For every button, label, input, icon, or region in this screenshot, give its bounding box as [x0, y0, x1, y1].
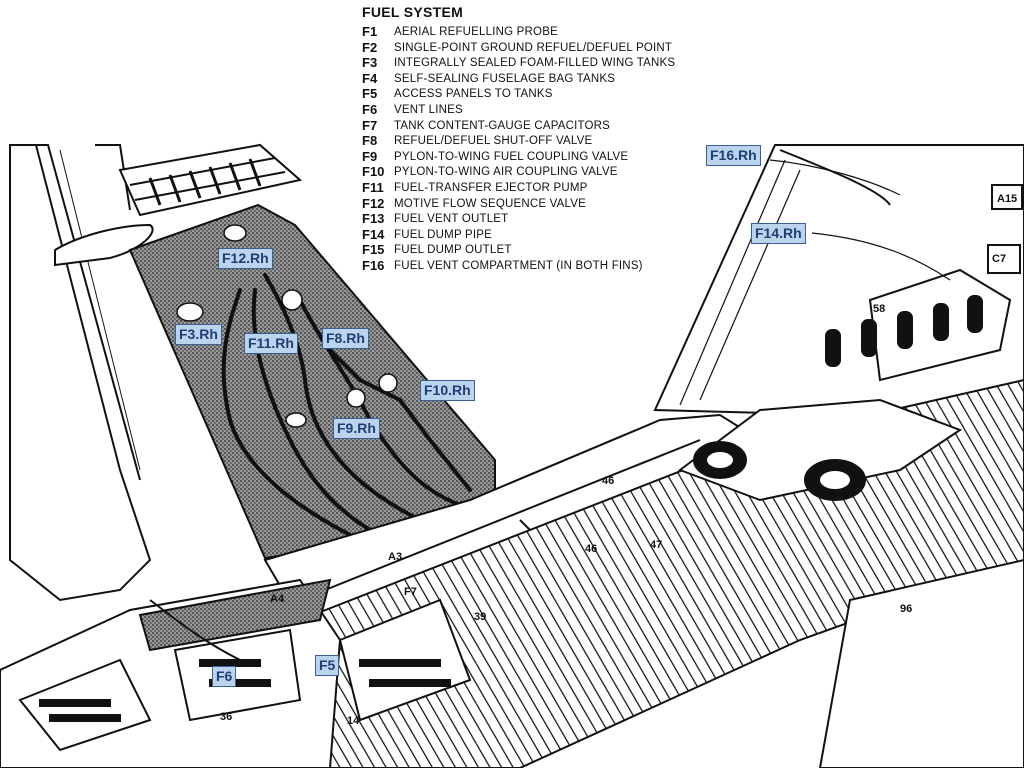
ref-47: 47	[650, 539, 662, 551]
legend-code: F15	[362, 242, 385, 258]
legend-item: F1 Aerial refuelling probe	[362, 25, 698, 39]
legend-text: Single-point ground refuel/defuel point	[394, 41, 673, 54]
legend-item: F9 Pylon-to-wing fuel coupling valve	[362, 148, 698, 164]
lower-fuselage	[0, 558, 1024, 769]
legend-item: F4 Self-sealing fuselage bag tanks	[362, 70, 698, 86]
legend-text: Motive flow sequence valve	[394, 197, 587, 210]
fuel-system-legend: FUEL SYSTEM F1 Aerial refuelling probe F2…	[362, 4, 698, 275]
legend-code: F16	[362, 257, 385, 273]
legend-code: F2	[362, 39, 378, 55]
right-fin	[653, 144, 1024, 422]
callout-f12[interactable]: F12.Rh	[218, 248, 273, 269]
legend-item: F6 Vent lines	[362, 101, 698, 117]
callout-f3[interactable]: F3.Rh	[175, 324, 222, 345]
legend-text: Fuel-transfer ejector pump	[394, 181, 588, 194]
ref-a4: A4	[270, 593, 285, 605]
legend-item: F7 Tank content-gauge capacitors	[362, 117, 698, 133]
ref-a15: A15	[997, 193, 1017, 205]
ref-c7: C7	[992, 253, 1006, 265]
callout-f5[interactable]: F5	[315, 655, 340, 676]
legend-text: Pylon-to-wing fuel coupling valve	[394, 150, 629, 163]
legend-text: Self-sealing fuselage bag tanks	[394, 72, 616, 85]
legend-code: F6	[362, 101, 378, 117]
legend-text: Integrally sealed foam-filled wing tanks	[394, 57, 676, 70]
legend-item: F14 Fuel dump pipe	[362, 226, 698, 242]
legend-text: Pylon-to-wing air coupling valve	[394, 166, 618, 179]
legend-item: F12 Motive flow sequence valve	[362, 195, 698, 211]
left-wing-outline	[9, 144, 154, 602]
legend-code: F10	[362, 164, 385, 180]
legend-text: Tank content-gauge capacitors	[394, 119, 611, 132]
ref-a3: A3	[388, 551, 402, 563]
legend-code: F12	[362, 195, 385, 211]
callout-f11[interactable]: F11.Rh	[244, 333, 298, 354]
wing-leading-edge-ribs	[118, 143, 303, 217]
legend-title: FUEL SYSTEM	[362, 4, 464, 20]
callout-f14[interactable]: F14.Rh	[751, 223, 806, 244]
legend-item: F3 Integrally sealed foam-filled wing tan…	[362, 56, 698, 70]
legend-text: Vent lines	[394, 103, 463, 116]
callout-f16[interactable]: F16.Rh	[706, 145, 761, 166]
legend-code: F11	[362, 179, 384, 195]
legend-list: F1 Aerial refuelling probe F2 Single-point…	[362, 25, 698, 273]
legend-code: F7	[362, 117, 378, 133]
wing-fuel-tank	[128, 203, 496, 560]
legend-item: F16 Fuel vent compartment (in both fins)	[362, 257, 698, 273]
legend-text: Fuel vent compartment (in both fins)	[394, 259, 643, 272]
legend-text: Aerial refuelling probe	[394, 26, 558, 38]
ref-46a: 46	[602, 475, 614, 487]
ref-39: 39	[474, 611, 486, 623]
legend-code: F4	[362, 70, 378, 86]
legend-code: F9	[362, 148, 378, 164]
callout-f8[interactable]: F8.Rh	[322, 328, 369, 349]
fuselage-frames	[299, 378, 1024, 769]
drawing-reference-numbers: 58 46 46 47 39 14 36 A4 A3 A15 C7 F7 96	[220, 193, 1017, 727]
callout-f10[interactable]: F10.Rh	[420, 380, 475, 401]
legend-code: F14	[362, 226, 385, 242]
legend-item: F8 Refuel/defuel shut-off valve	[362, 134, 698, 148]
callout-f9[interactable]: F9.Rh	[333, 418, 380, 439]
ref-46b: 46	[585, 543, 597, 555]
legend-text: Fuel vent outlet	[394, 213, 509, 226]
ref-14: 14	[347, 715, 360, 727]
legend-text: Refuel/defuel shut-off valve	[394, 135, 593, 148]
legend-code: F13	[362, 211, 385, 227]
legend-text: Fuel dump pipe	[394, 228, 493, 241]
legend-item: F13 Fuel vent outlet	[362, 212, 698, 226]
callout-f6[interactable]: F6	[212, 666, 237, 687]
legend-item: F11 Fuel-transfer ejector pump	[362, 179, 698, 195]
legend-text: Access panels to tanks	[394, 88, 553, 101]
legend-item: F10 Pylon-to-wing air coupling valve	[362, 165, 698, 179]
legend-code: F5	[362, 86, 378, 102]
legend-code: F1	[362, 24, 378, 39]
ref-96: 96	[900, 603, 912, 615]
legend-item: F15 Fuel dump outlet	[362, 243, 698, 257]
legend-text: Fuel dump outlet	[394, 244, 512, 257]
legend-item: F2 Single-point ground refuel/defuel poin…	[362, 39, 698, 55]
leader-lines	[769, 159, 951, 281]
legend-code: F3	[362, 55, 378, 71]
legend-item: F5 Access panels to tanks	[362, 87, 698, 101]
legend-code: F8	[362, 133, 378, 149]
ref-36: 36	[220, 711, 232, 723]
ref-f7: F7	[404, 586, 417, 598]
ref-58: 58	[873, 303, 885, 315]
